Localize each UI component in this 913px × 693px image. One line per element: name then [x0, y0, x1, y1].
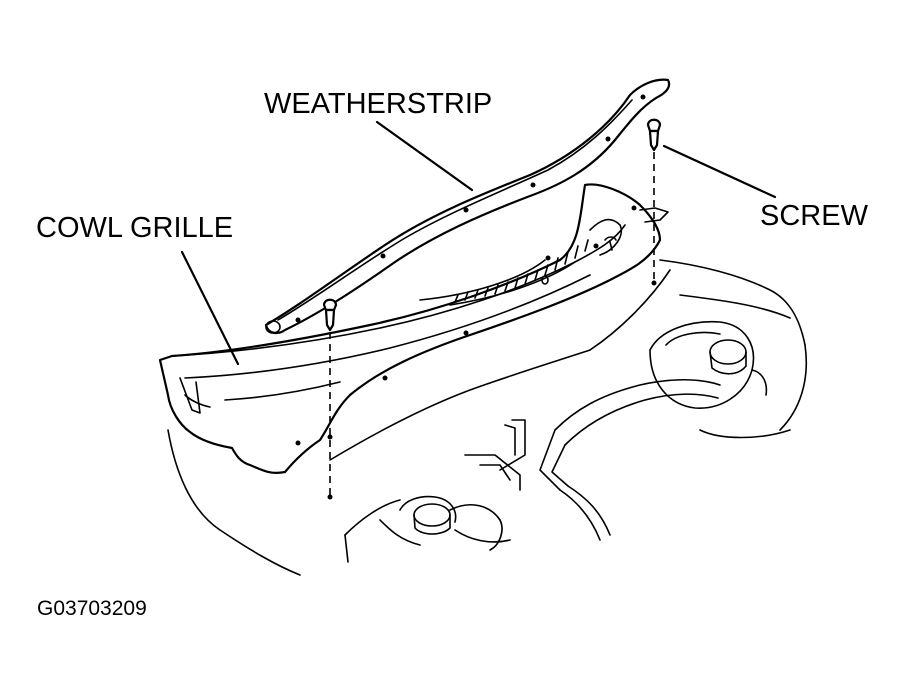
- leader-screw: [662, 144, 777, 199]
- leader-cowl-grille: [180, 250, 240, 366]
- screw-left: [322, 298, 338, 500]
- cowl-grille-label: COWL GRILLE: [36, 212, 234, 244]
- hose-lines: [464, 378, 721, 541]
- vent-slats: [454, 239, 589, 303]
- screw-right: [646, 118, 662, 286]
- weatherstrip-part: [264, 78, 671, 335]
- reservoir-cap: [379, 495, 511, 551]
- cowl-grille-part: [158, 183, 669, 474]
- body-panel-outline: [167, 259, 808, 576]
- weatherstrip-label: WEATHERSTRIP: [264, 88, 493, 120]
- screw-label: SCREW: [760, 200, 868, 232]
- leader-weatherstrip: [375, 120, 474, 192]
- figure-code: G03703209: [37, 597, 147, 620]
- strut-tower: [649, 320, 768, 409]
